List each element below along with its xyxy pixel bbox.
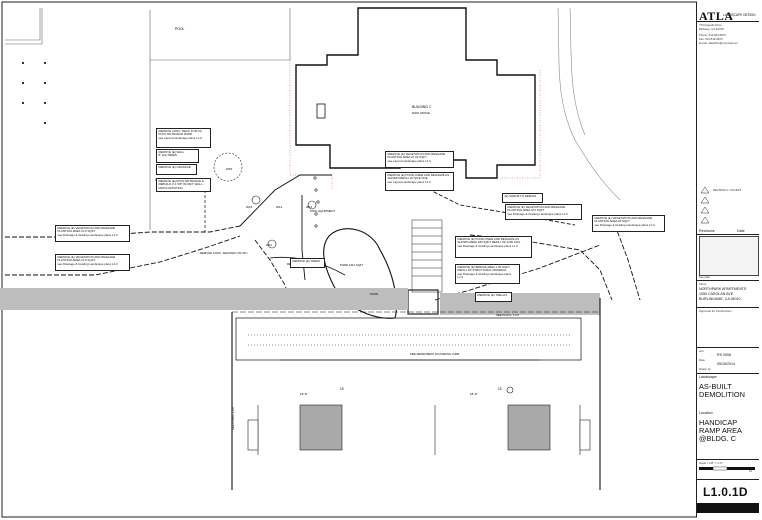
callout-vegetation-2: REMOVE (E) VEGETATION AND RESHADE PLANTI…	[505, 204, 582, 220]
pool-label: POOL	[175, 27, 185, 31]
firm-logo: ATLA	[699, 9, 734, 23]
hatch-band-left	[0, 288, 408, 310]
scale-bar	[699, 466, 755, 471]
client-address-1: 1050 CAROLAN AVE	[699, 292, 734, 296]
pool-area	[5, 8, 291, 230]
job-label: Job	[699, 349, 704, 353]
parking-lot	[231, 298, 601, 490]
callout-pool-ramp: REMOVE CONC. DECK FOR (N) POOL ENTRANCE …	[156, 128, 211, 148]
sheet-number: L1.0.1D	[703, 485, 748, 499]
svg-text:W15: W15	[226, 167, 233, 171]
callout-pond-reshape: REMOVE (E) POND LINER AND RESHAPE AS SHO…	[455, 236, 532, 258]
sheet-footer-bar	[697, 503, 759, 513]
scale-label: Scale = 1/8" = 1'-0"	[699, 461, 723, 465]
svg-text:W13: W13	[246, 205, 253, 209]
client-name: NORTHPARK APARTMENTS	[699, 287, 747, 291]
callout-pond-liner: REMOVE (E) POND LINER AND RESHAPE AS SHO…	[385, 172, 454, 191]
callout-grasscrete: REMOVE (E) GRASSCE	[156, 164, 197, 175]
callout-pool-entrance: REMOVE (E) POOL ENTRANCE & REBUILD 4'-1 …	[156, 178, 211, 192]
svg-text:15: 15	[340, 387, 344, 391]
svg-text:FIRE DEPARTMENT NO PARKING CUR: FIRE DEPARTMENT NO PARKING CURB	[410, 352, 459, 356]
svg-text:W12: W12	[306, 205, 313, 209]
svg-text:SEE PLAN L 1.0.0: SEE PLAN L 1.0.0	[496, 313, 519, 317]
sheet-border	[1, 1, 697, 518]
svg-text:SEE PLAN L 1.0.0: SEE PLAN L 1.0.0	[231, 407, 235, 430]
job-number: RS 0906	[717, 353, 731, 357]
location-title: HANDICAP RAMP AREA @BLDG. C	[699, 418, 742, 443]
address-line-2: Berkeley, CA 94708	[699, 27, 724, 31]
callout-remove-trees: REMOVE (E) TREES	[290, 258, 325, 268]
date-header: Date	[737, 229, 745, 233]
firm-phone: Phone: 510 843-6870	[699, 33, 726, 37]
svg-text:19'-6": 19'-6"	[300, 392, 308, 396]
svg-text:POOL EQUIPMENT: POOL EQUIPMENT	[310, 209, 335, 213]
svg-text:W14: W14	[276, 205, 283, 209]
svg-text:W11: W11	[266, 243, 272, 247]
callout-trellis: REMOVE (E) TRELLIS	[475, 292, 512, 302]
parking-stalls	[247, 404, 591, 455]
svg-text:15: 15	[498, 387, 502, 391]
callout-vegetation-1: REMOVE (E) VEGETATION AND RESHADE PLANTI…	[385, 151, 454, 168]
drawing-title: AS-BUILT DEMOLITION	[699, 382, 745, 399]
building-subtitle: MAIN OFFICE	[412, 111, 430, 115]
address-line-1: 776 Arguello Drive	[699, 23, 722, 27]
firm-subtitle: LANDSCAPE DESIGN	[723, 13, 756, 17]
svg-text:POND: POND	[370, 292, 378, 296]
key-plan-map	[699, 236, 759, 276]
lawn-markers	[22, 62, 46, 124]
scale-max: 16	[749, 469, 753, 473]
callout-vegetation-3: REMOVE (E) VEGETATION AND RESHADE PLANTI…	[592, 215, 665, 232]
drawn-by-label: Drawn by	[699, 367, 711, 371]
revision-triangles	[700, 187, 710, 224]
client-address-2: BURLINGAME, CA 94010	[699, 297, 741, 301]
callout-bridge: REMOVE (E) BRIDGE AREA 1 80 SQFT REFILL …	[455, 264, 520, 284]
callout-shrub: (E) SHRUB TO REMAIN	[502, 193, 543, 203]
discipline: Landscape	[699, 375, 717, 379]
date-value: 05/15/2014	[717, 362, 735, 366]
key-plan-label: Key plan	[699, 275, 710, 279]
svg-text:POND 1312 SQFT: POND 1312 SQFT	[340, 263, 364, 267]
svg-text:18'-6": 18'-6"	[470, 392, 478, 396]
title-block-divider	[696, 2, 697, 517]
firm-fax: Fax: 510 843-6870	[699, 37, 723, 41]
callout-vegetation-5: REMOVE (E) VEGETATION AND RESHADE PLANTI…	[55, 254, 130, 271]
revisions-header: Revisions	[699, 229, 715, 233]
site-plan: POOL BUILDING C MAIN OFFICE	[0, 1, 697, 518]
approved-label: Approved for Construction	[699, 309, 732, 313]
svg-text:REMOVE CONC. WALKWAY (W/ 36"): REMOVE CONC. WALKWAY (W/ 36")	[200, 251, 248, 255]
callout-remove-wall: REMOVE (E) WALL 8" DIA TREES	[156, 149, 199, 163]
date-label: Date	[699, 358, 705, 362]
title-block: ATLA LANDSCAPE DESIGN 776 Arguello Drive…	[697, 7, 759, 515]
client-label: Client	[699, 282, 707, 286]
walkway-curve	[557, 7, 621, 201]
location-label: Location	[699, 411, 713, 415]
revision-1: REVISION 1: 01/16/15	[713, 188, 742, 192]
building-name: BUILDING C	[412, 105, 432, 109]
callout-vegetation-4: REMOVE (E) VEGETATION AND RESHADE PLANTI…	[55, 225, 130, 242]
firm-email: E-mail: atlaoffice@comcast.net	[699, 41, 738, 45]
